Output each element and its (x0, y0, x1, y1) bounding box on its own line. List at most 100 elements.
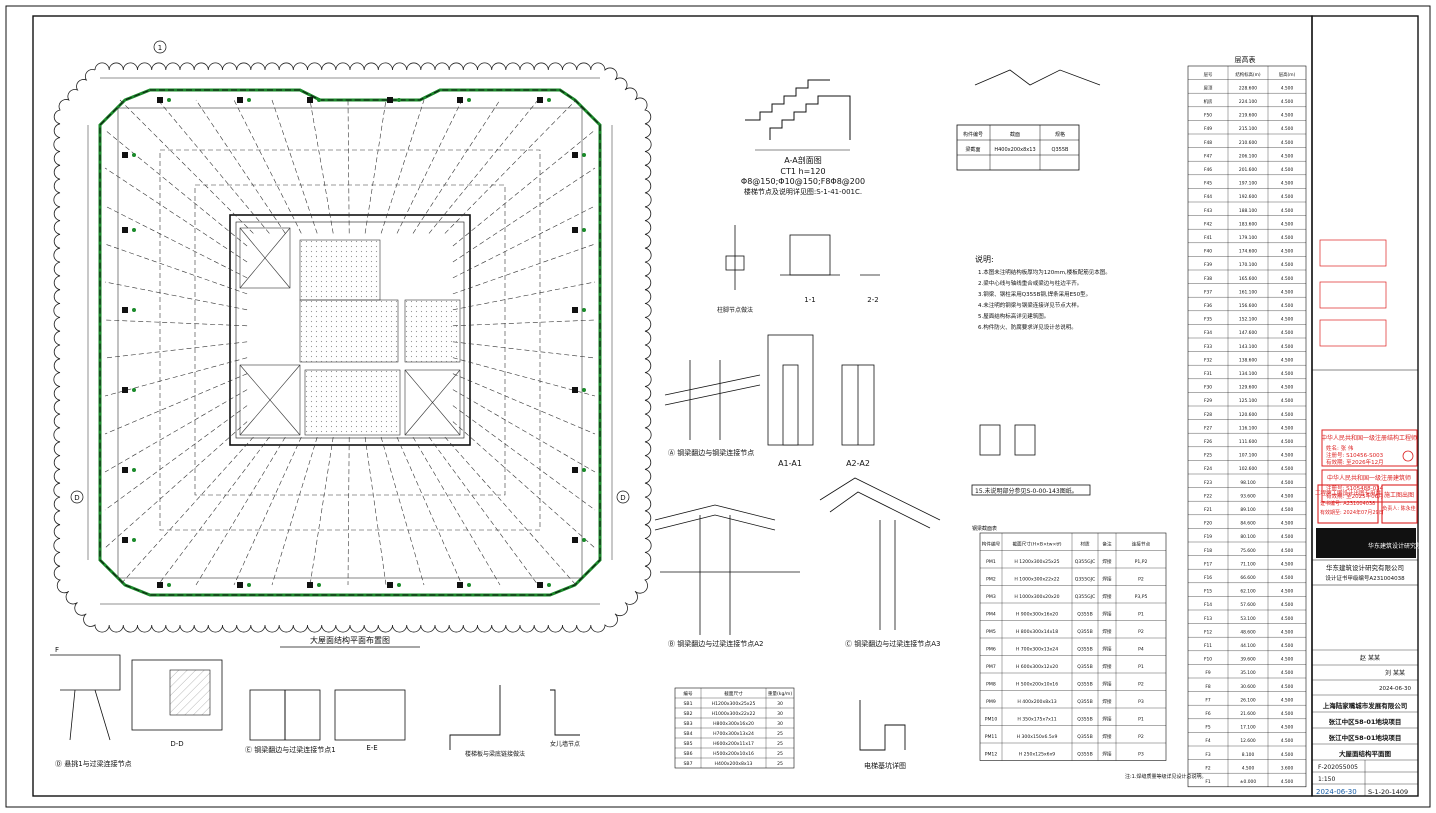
table-cell: 3.600 (1281, 765, 1294, 771)
table-cell: 4.500 (1281, 344, 1294, 350)
drawing-date: 2024-06-30 (1316, 788, 1357, 796)
table-cell: 98.100 (1240, 480, 1256, 486)
table-cell: 4.500 (1242, 765, 1255, 771)
section-aa-line3: 楼梯节点及说明详见图:S-1-41-001C. (744, 187, 862, 196)
table-cell: H 800x300x14x18 (1016, 629, 1058, 635)
table-cell: 4.500 (1281, 752, 1294, 758)
table-cell: PM8 (986, 682, 996, 688)
table-cell: 134.100 (1239, 371, 1257, 377)
table-cell: 120.600 (1239, 412, 1257, 418)
table-cell: Q355B (1077, 717, 1093, 723)
table-cell: F9 (1205, 670, 1211, 676)
core-wall (229, 214, 471, 446)
table-cell: SB1 (684, 701, 693, 707)
detail-d-label: Ⓓ 悬挑1与过梁连接节点 (55, 759, 132, 768)
top-detail: 构件编号 截面 规格 梁截面 H400x200x8x13 Q355B (956, 69, 1101, 171)
schedule-title: 层高表 (1235, 55, 1256, 64)
table-cell: 107.100 (1239, 453, 1257, 459)
small-table-r0: 梁截面 (965, 146, 980, 153)
table-cell: 8.100 (1242, 752, 1255, 758)
stamp1-name: 姓名: 张 伟 (1326, 444, 1354, 452)
table-cell: F25 (1204, 453, 1212, 459)
table-cell: Q355B (1077, 612, 1093, 618)
table-header-cell: 层号 (1204, 72, 1213, 78)
table-cell: PM12 (985, 752, 998, 758)
table-cell: PM9 (986, 699, 996, 705)
table-cell: F23 (1204, 480, 1212, 486)
stamp1-no: 注册号: S10456-S003 (1326, 451, 1384, 459)
table-cell: 84.600 (1240, 521, 1256, 527)
table-cell: 71.100 (1240, 561, 1256, 567)
table-cell: F43 (1204, 208, 1212, 214)
table-header-cell: 截面尺寸(H×B×tw×tf) (1012, 541, 1061, 548)
table-cell: 焊接 (1102, 611, 1112, 618)
table-cell: F6 (1205, 711, 1211, 717)
table-cell: 192.600 (1239, 194, 1257, 200)
table-cell: F15 (1204, 589, 1212, 595)
table-cell: PM4 (986, 612, 996, 618)
table-cell: 4.500 (1281, 439, 1294, 445)
detail-c-group: Ⓒ 钢梁翻边与过梁连接节点A3 (819, 477, 940, 648)
table-cell: 4.500 (1281, 738, 1294, 744)
table-cell: 170.100 (1239, 262, 1257, 268)
table-cell: F21 (1204, 507, 1212, 513)
table-cell: 4.500 (1281, 521, 1294, 527)
table-cell: 4.500 (1281, 561, 1294, 567)
table-cell: F29 (1204, 398, 1212, 404)
table-cell: Q355B (1077, 629, 1093, 635)
table-cell: F20 (1204, 521, 1212, 527)
table-cell: Q355B (1077, 699, 1093, 705)
table-cell: PM10 (985, 717, 998, 723)
table-cell: 48.600 (1240, 629, 1256, 635)
table-cell: 35.100 (1240, 670, 1256, 676)
table-cell: 215.100 (1239, 126, 1257, 132)
table-cell: 30 (777, 701, 783, 707)
table-cell: 4.500 (1281, 534, 1294, 540)
table-cell: 53.100 (1240, 616, 1256, 622)
table-cell: H 1200x300x25x25 (1014, 559, 1059, 565)
company-name: 华东建筑设计研究有限公司 (1326, 563, 1404, 572)
note-item: 5.屋面结构标高详见建筑图。 (978, 312, 1049, 320)
table-cell: PM5 (986, 629, 996, 635)
table-cell: 25 (777, 741, 783, 747)
stamp2-title: 中华人民共和国一级注册建筑师 (1327, 474, 1411, 482)
table-cell: 26.100 (1240, 697, 1256, 703)
detail-dd-label: D-D (170, 740, 183, 748)
table-cell: 30.600 (1240, 684, 1256, 690)
small-table-h2: 规格 (1055, 131, 1065, 138)
table-cell: 25 (777, 751, 783, 757)
axis-label-1: 1 (158, 44, 162, 52)
title-block: 中华人民共和国一级注册结构工程师 姓名: 张 伟 注册号: S10456-S00… (1312, 239, 1422, 796)
table-cell: 39.600 (1240, 657, 1256, 663)
table-cell: 44.100 (1240, 643, 1256, 649)
roof-plan: D D 1 大屋面结构平面布置图 (53, 40, 652, 648)
table-cell: H1200x300x25x25 (712, 701, 756, 707)
table-cell: P2 (1138, 629, 1144, 635)
note-item: 4.未注明的钢梁与钢梁连接详见节点大样。 (978, 301, 1082, 309)
table-cell: 4.500 (1281, 779, 1294, 785)
table-cell: SB5 (684, 741, 693, 747)
table-cell: H 400x200x8x13 (1017, 699, 1056, 705)
table-cell: H 900x300x16x20 (1016, 612, 1058, 618)
table-cell: 4.500 (1281, 711, 1294, 717)
table-cell: 93.600 (1240, 493, 1256, 499)
drawing-name: 大屋面结构平面图 (1339, 749, 1392, 758)
table-cell: 219.600 (1239, 113, 1257, 119)
table-cell: 174.600 (1239, 249, 1257, 255)
table-cell: Q355B (1077, 664, 1093, 670)
table-cell: 4.500 (1281, 140, 1294, 146)
stamp1-seal-icon (1402, 450, 1414, 462)
bottom-details: F Ⓓ 悬挑1与过梁连接节点 D-D Ⓔ 钢梁翻边与过梁连接节点1 E-E 楼梯… (50, 646, 580, 768)
table-cell: 4.500 (1281, 425, 1294, 431)
table-cell: P3,P5 (1135, 594, 1148, 600)
table-cell: F16 (1204, 575, 1212, 581)
table-cell: H700x300x13x24 (713, 731, 754, 737)
detail-column-base-label: 柱脚节点做法 (717, 306, 753, 314)
table-cell: SB6 (684, 751, 693, 757)
table-cell: F1 (1205, 779, 1211, 785)
section-aa-line1: CT1 h=120 (780, 167, 825, 176)
stamp3-title: 工程施工图设计出图专用章 (1315, 489, 1382, 497)
table-cell: 4.500 (1281, 493, 1294, 499)
table-cell: H500x200x10x16 (713, 751, 754, 757)
